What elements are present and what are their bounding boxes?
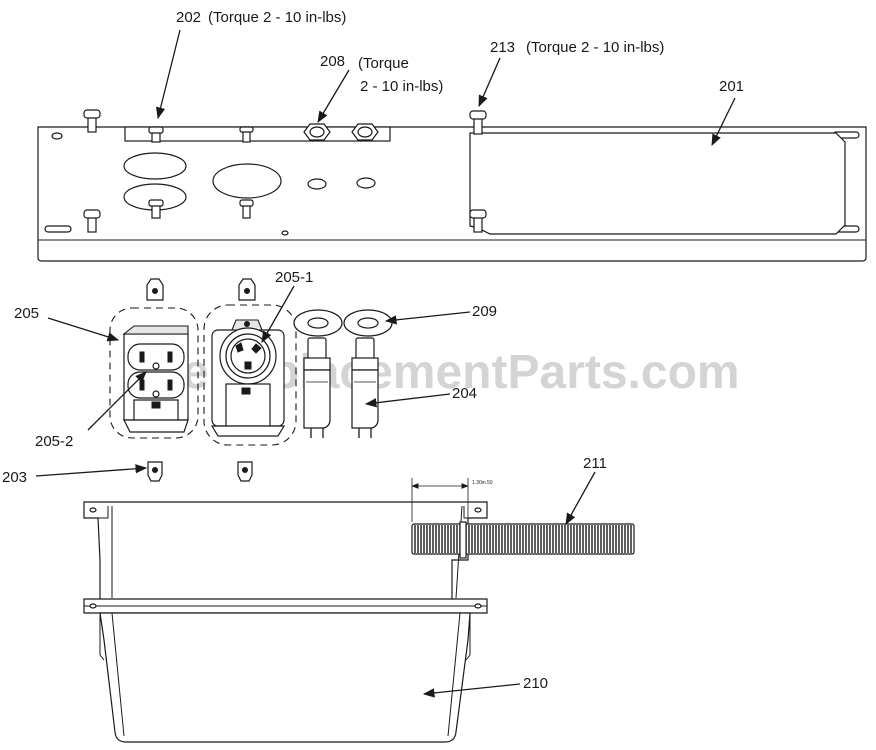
callout-208-note-line1: (Torque	[358, 55, 409, 72]
grommet-strip-211: 1.30in.50	[411, 478, 635, 559]
screw	[83, 109, 101, 133]
callout-213-note: (Torque 2 - 10 in-lbs)	[526, 39, 664, 56]
screw	[83, 209, 101, 233]
callout-202: 202	[176, 9, 201, 26]
clip	[146, 278, 164, 301]
screw-213	[469, 110, 487, 135]
clip	[237, 461, 253, 482]
enclosure-box-210	[83, 501, 488, 743]
hex-nut	[351, 123, 379, 141]
callout-210: 210	[523, 675, 548, 692]
duplex-outlet-205	[122, 325, 189, 433]
callout-208-note-line2: 2 - 10 in-lbs)	[360, 78, 443, 95]
outlet-205-outline	[109, 307, 199, 439]
control-panel-plate	[37, 126, 867, 262]
callout-205-2: 205-2	[35, 433, 73, 450]
callout-202-note: (Torque 2 - 10 in-lbs)	[208, 9, 346, 26]
hex-nut-208	[303, 123, 331, 141]
callout-209: 209	[472, 303, 497, 320]
screw	[239, 126, 254, 143]
callout-203: 203	[2, 469, 27, 486]
screw-202	[148, 126, 164, 143]
screw	[469, 209, 487, 233]
dimension-label: 1.30in.50	[472, 480, 493, 486]
circuit-breaker-204	[351, 337, 379, 438]
leader-lines	[35, 29, 736, 698]
screw	[239, 199, 254, 219]
callout-211: 211	[583, 455, 607, 472]
callout-208: 208	[320, 53, 345, 70]
washer-209	[343, 309, 393, 337]
callout-205-1: 205-1	[275, 269, 313, 286]
callout-213: 213	[490, 39, 515, 56]
clip-203	[147, 461, 163, 482]
callout-201: 201	[719, 78, 744, 95]
circuit-breaker	[303, 337, 331, 438]
washer	[293, 309, 343, 337]
outlet-205-1-outline	[203, 304, 297, 446]
callout-204: 204	[452, 385, 477, 402]
twist-lock-outlet-205-1	[210, 319, 286, 437]
screw	[148, 199, 164, 219]
clip	[238, 278, 256, 301]
callout-205: 205	[14, 305, 39, 322]
